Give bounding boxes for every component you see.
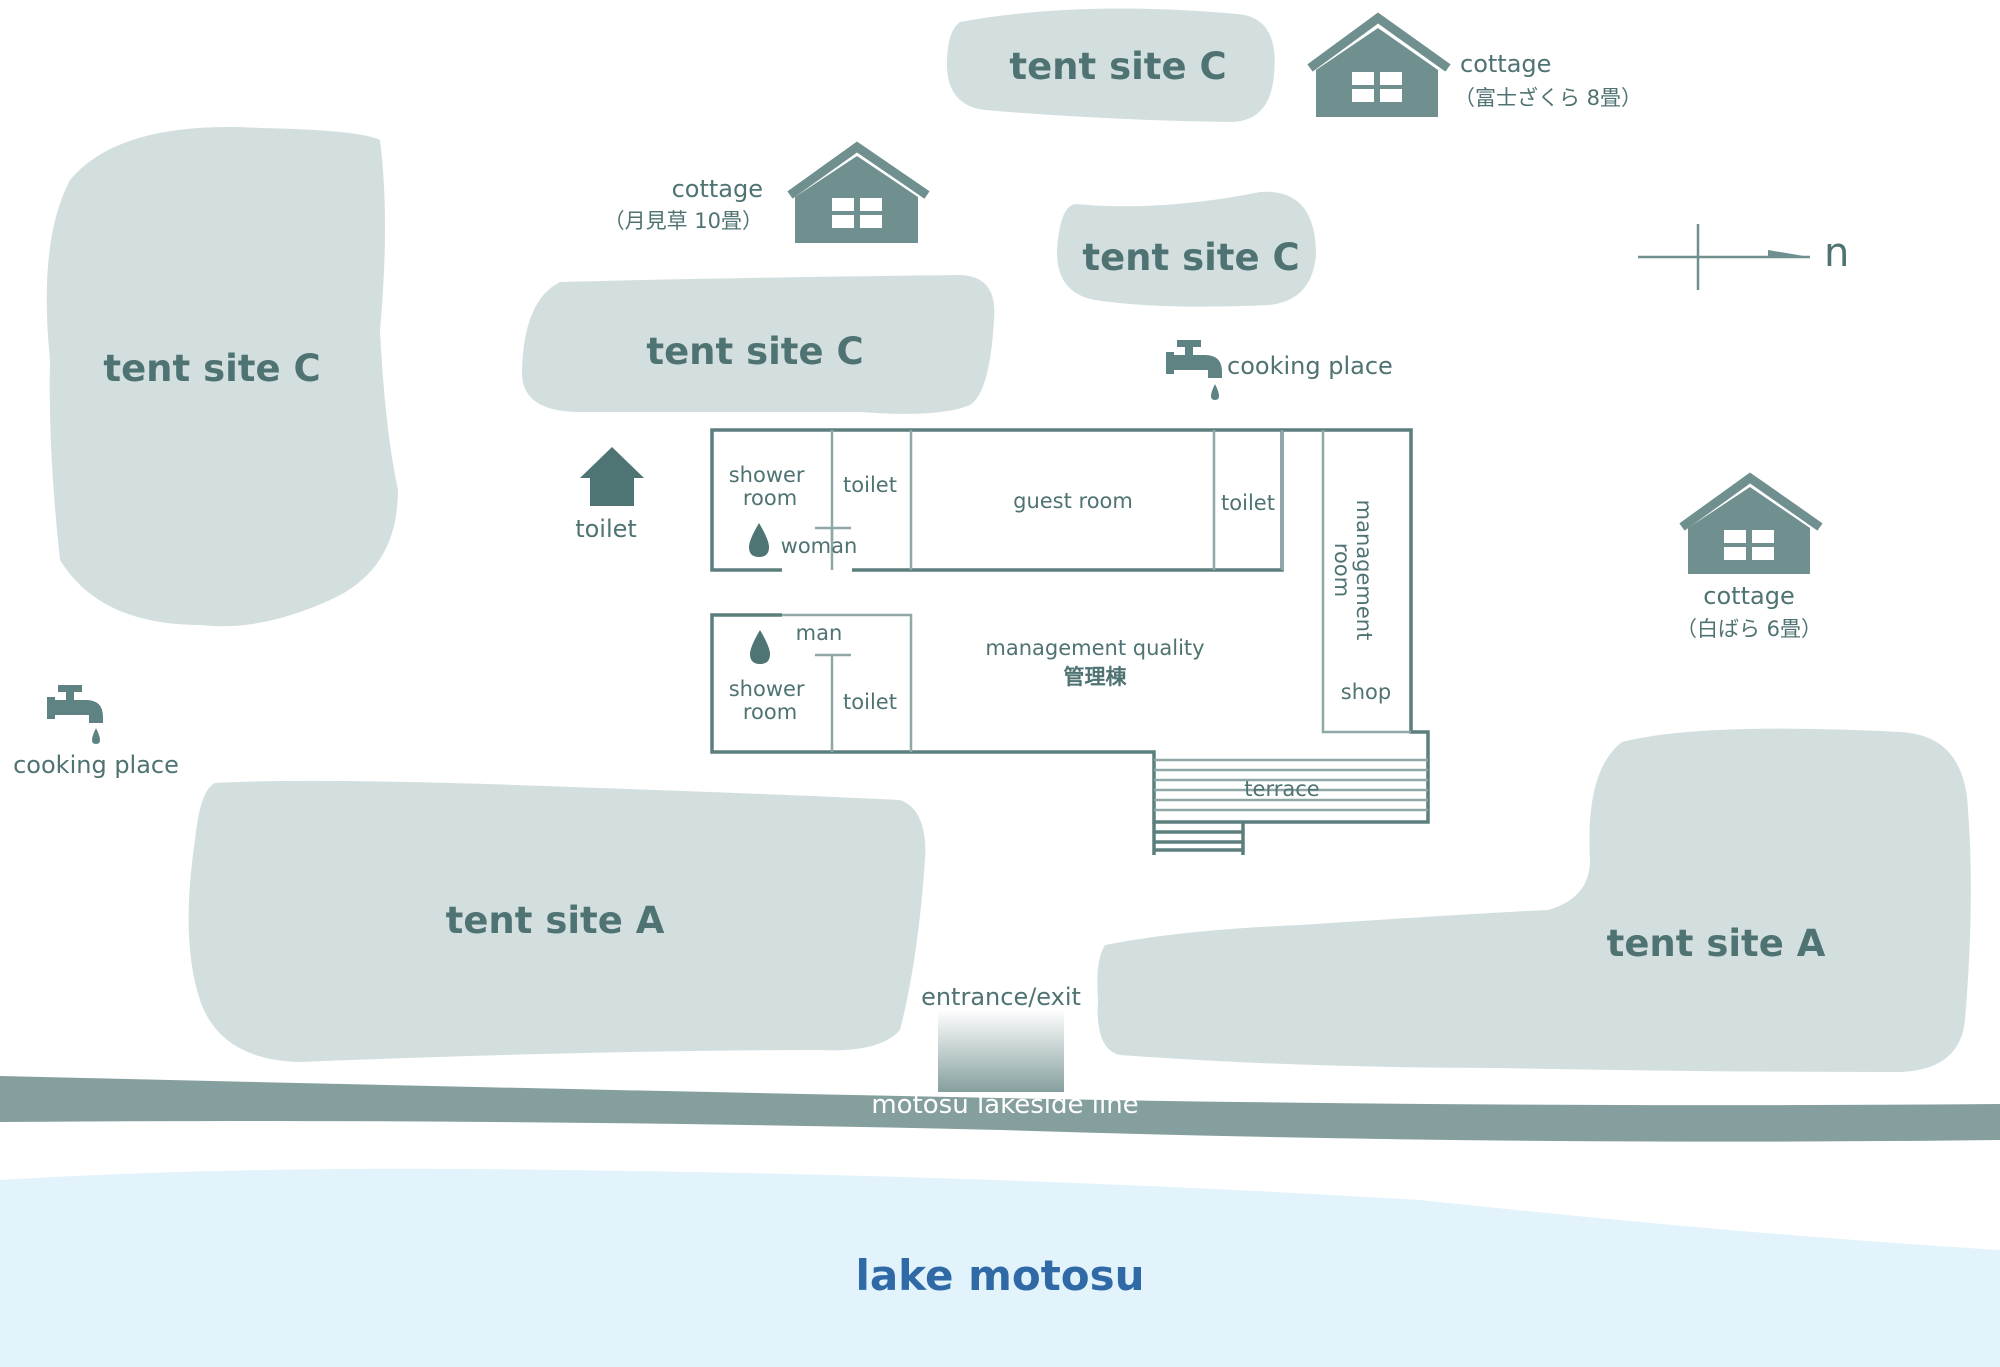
- tent-site-c-east: [1056, 191, 1316, 307]
- toilet-right-label: toilet: [1221, 491, 1275, 515]
- motosu-lakeside-line: [0, 1076, 2000, 1142]
- tent-site-c-north: [946, 8, 1275, 122]
- tent-site-c-west-label: tent site C: [103, 347, 320, 390]
- management-building: [710, 428, 1430, 855]
- cottage-tsuki-sub: （月見草 10畳）: [604, 209, 763, 233]
- cottage-fuji-sub: （富士ざくら 8畳）: [1454, 86, 1642, 110]
- tent-site-a-west-label: tent site A: [446, 899, 665, 942]
- cooking-place-west-label: cooking place: [13, 751, 179, 779]
- terrace-label: terrace: [1244, 777, 1319, 801]
- toilet-man-label: toilet: [843, 690, 897, 714]
- tent-site-c-north-label: tent site C: [1009, 45, 1226, 88]
- entrance-label: entrance/exit: [921, 983, 1081, 1011]
- woman-label: woman: [781, 534, 858, 558]
- entrance-path: [938, 1010, 1064, 1092]
- tent-site-a-west: [188, 780, 926, 1062]
- tent-site-c-center: [521, 275, 995, 414]
- management-quality-label: management quality: [985, 636, 1204, 660]
- cottage-shirobara-sub: （白ばら 6畳）: [1676, 617, 1822, 641]
- outdoor-toilet-label: toilet: [575, 515, 637, 543]
- compass-label: n: [1824, 230, 1849, 276]
- toilet-woman-label: toilet: [843, 473, 897, 497]
- lake-label: lake motosu: [855, 1251, 1144, 1300]
- guest-room-label: guest room: [1013, 489, 1133, 513]
- tent-site-a-east-label: tent site A: [1607, 922, 1826, 965]
- lake-motosu: [0, 1168, 2000, 1367]
- tent-site-c-east-label: tent site C: [1082, 236, 1299, 279]
- tent-site-a-east: [1097, 728, 1971, 1072]
- cottage-tsuki-icon: [787, 141, 930, 243]
- cottage-shirobara-label: cottage: [1703, 582, 1794, 610]
- man-label: man: [796, 621, 843, 645]
- cottage-fuji-icon: [1307, 12, 1451, 117]
- management-quality-jp-label: 管理棟: [1064, 665, 1128, 689]
- road-label: motosu lakeside line: [871, 1090, 1138, 1120]
- shower-drop-icon-woman: [749, 523, 769, 557]
- tent-site-c-west: [46, 127, 399, 627]
- toilet-house-icon: [580, 447, 644, 506]
- shop-label: shop: [1341, 680, 1391, 704]
- shower-room-woman-label: shower room: [729, 463, 812, 510]
- shower-room-man-label: shower room: [729, 677, 812, 724]
- management-room-label: managementroom: [1330, 500, 1376, 641]
- compass-arrow-icon: [1638, 224, 1810, 290]
- cooking-place-north-label: cooking place: [1227, 352, 1393, 380]
- cottage-tsuki-label: cottage: [672, 175, 763, 203]
- faucet-icon-north: [1166, 340, 1222, 400]
- cottage-shirobara-icon: [1679, 472, 1823, 574]
- cottage-fuji-label: cottage: [1460, 50, 1551, 78]
- tent-site-c-center-label: tent site C: [646, 330, 863, 373]
- shower-drop-icon-man: [750, 630, 770, 664]
- faucet-icon-west: [47, 685, 103, 744]
